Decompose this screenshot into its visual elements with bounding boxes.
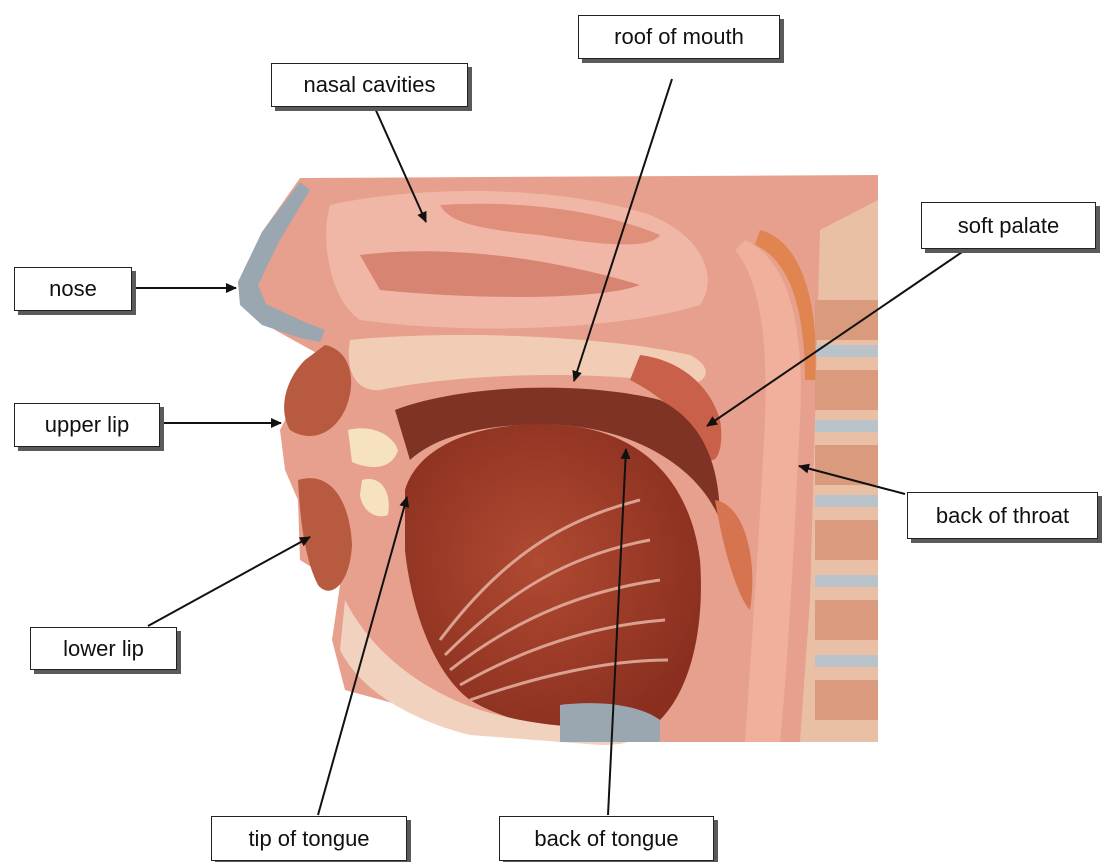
label-tip-of-tongue: tip of tongue bbox=[211, 816, 407, 861]
label-back-of-throat: back of throat bbox=[907, 492, 1098, 539]
label-upper-lip: upper lip bbox=[14, 403, 160, 447]
head-cross-section-illustration bbox=[238, 175, 878, 745]
label-roof-of-mouth: roof of mouth bbox=[578, 15, 780, 59]
label-soft-palate: soft palate bbox=[921, 202, 1096, 249]
label-back-of-tongue: back of tongue bbox=[499, 816, 714, 861]
label-nose: nose bbox=[14, 267, 132, 311]
label-nasal-cavities: nasal cavities bbox=[271, 63, 468, 107]
arrow-lower-lip bbox=[148, 537, 310, 626]
label-lower-lip: lower lip bbox=[30, 627, 177, 670]
